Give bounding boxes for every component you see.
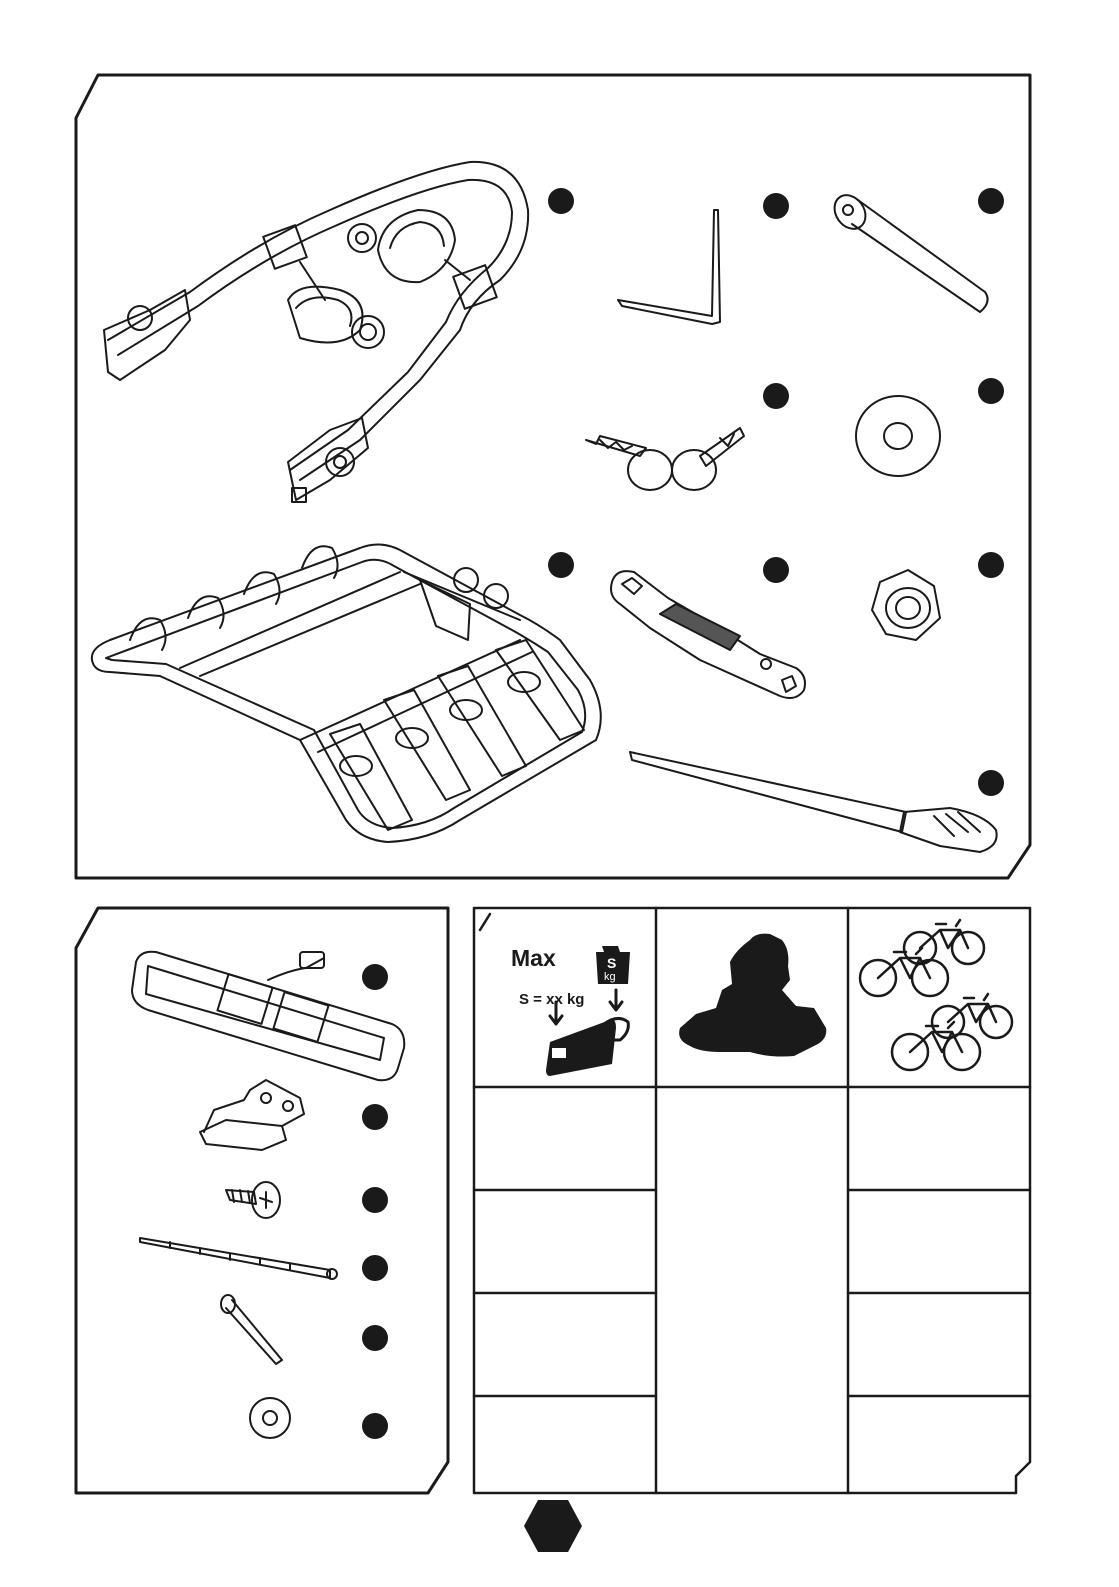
mounting-bracket-icon [200, 1080, 304, 1150]
marker-5 [978, 378, 1004, 404]
cable-tie-icon [140, 1238, 337, 1279]
screw-icon [226, 1182, 280, 1218]
marker-2 [763, 193, 789, 219]
marker-1 [548, 188, 574, 214]
bolt-pin-icon [828, 189, 987, 312]
keys-icon [586, 428, 744, 490]
marker-9 [978, 770, 1004, 796]
bike-carrier-base-icon [92, 544, 601, 842]
marker-11 [362, 1104, 388, 1130]
marker-3 [978, 188, 1004, 214]
hex-nut-icon [872, 570, 940, 640]
ratchet-strap-icon [630, 752, 997, 852]
four-bikes-icon [860, 920, 1012, 1070]
ball-coupling-silhouette-icon [679, 934, 826, 1057]
light-bar-icon [132, 952, 404, 1081]
marker-15 [362, 1413, 388, 1439]
load-formula: S = xx kg [519, 991, 584, 1008]
wrench-tool-icon [611, 571, 805, 698]
marker-8 [978, 552, 1004, 578]
max-label: Max [511, 945, 556, 971]
bike-carrier-frame-icon [104, 162, 528, 502]
page-hexagon-marker [524, 1500, 582, 1552]
part-markers [362, 188, 1004, 1439]
marker-4 [763, 383, 789, 409]
marker-12 [362, 1187, 388, 1213]
hex-key-icon [618, 210, 720, 324]
load-weight-icon [546, 946, 630, 1076]
weight-letter: S [607, 955, 616, 971]
marker-14 [362, 1325, 388, 1351]
marker-13 [362, 1255, 388, 1281]
small-bolt-icon [221, 1295, 282, 1364]
marker-6 [548, 552, 574, 578]
marker-10 [362, 964, 388, 990]
small-washer-icon [250, 1398, 290, 1438]
weight-unit: kg [604, 971, 616, 983]
washer-icon [856, 396, 940, 476]
marker-7 [763, 557, 789, 583]
